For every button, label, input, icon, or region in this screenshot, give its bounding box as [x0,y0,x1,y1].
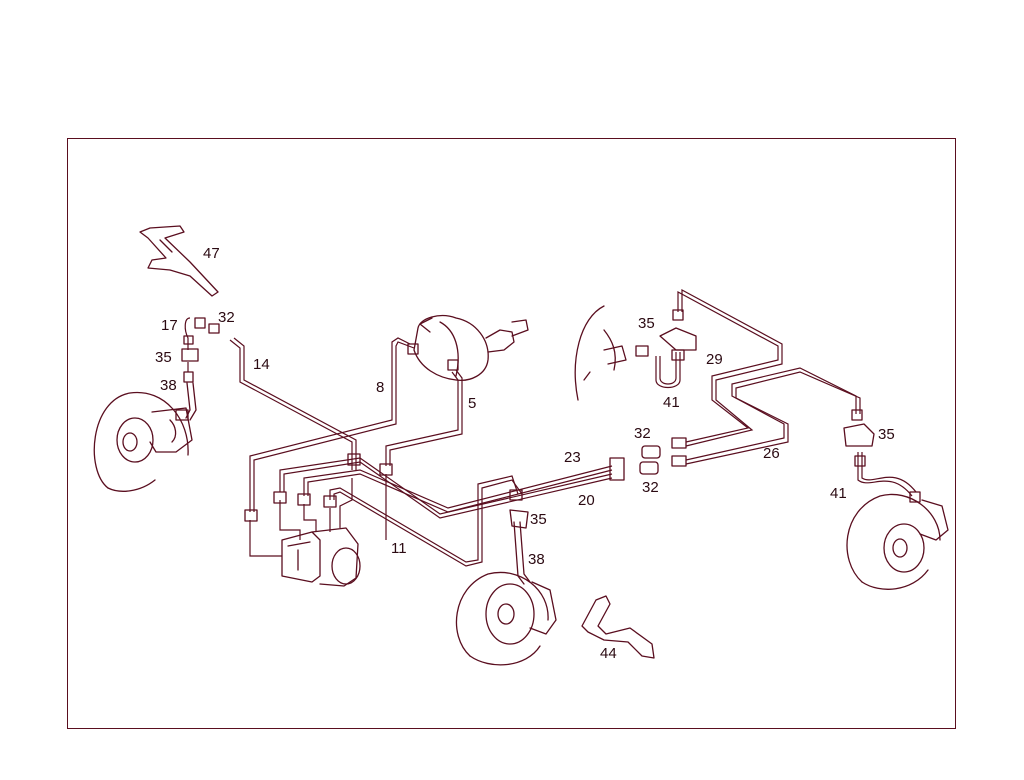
label-41: 41 [830,485,847,502]
rear-brake-lines [635,288,875,465]
label-26: 26 [763,445,780,462]
brake-booster [413,314,529,381]
callout-labels: 47 17 32 14 35 38 8 5 11 35 29 41 32 23 … [155,245,895,662]
label-29: 29 [706,351,723,368]
label-23: 23 [564,449,581,466]
label-14: 14 [253,356,270,373]
brake-pipe-network [229,337,687,567]
front-left-brake-disc [93,391,193,492]
label-35: 35 [155,349,172,366]
diagram-frame [67,138,956,729]
rear-right-upper-disc [574,305,627,401]
label-35: 35 [878,426,895,443]
label-32: 32 [634,425,651,442]
label-41: 41 [663,394,680,411]
label-35: 35 [530,511,547,528]
label-32: 32 [218,309,235,326]
abs-hydraulic-unit [281,527,361,587]
label-5: 5 [468,395,476,412]
bracket-44 [581,595,655,659]
rear-right-brake-disc [846,452,949,590]
label-17: 17 [161,317,178,334]
label-35: 35 [638,315,655,332]
label-8: 8 [376,379,384,396]
label-32: 32 [642,479,659,496]
front-left-hose [175,317,220,421]
label-20: 20 [578,492,595,509]
label-44: 44 [600,645,617,662]
label-38: 38 [528,551,545,568]
label-47: 47 [203,245,220,262]
label-11: 11 [391,540,407,557]
front-right-brake-disc [455,509,557,666]
bracket-47 [139,225,219,297]
label-38: 38 [160,377,177,394]
